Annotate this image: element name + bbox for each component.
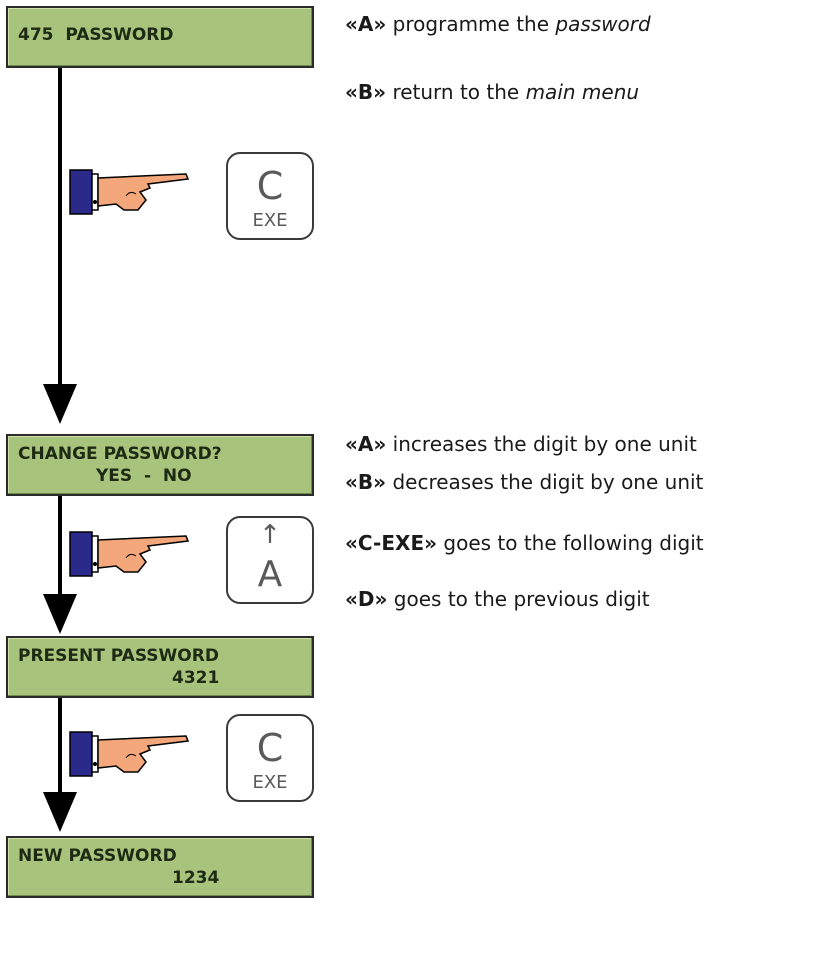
- key-c-exe[interactable]: C EXE: [226, 152, 314, 240]
- flow-arrow: [41, 698, 81, 832]
- key-a-label: A: [257, 554, 283, 595]
- key-tag: «D»: [345, 587, 388, 611]
- key-a-up[interactable]: ↑ A: [226, 516, 314, 604]
- lcd-screen-password-menu: 475 PASSWORD: [6, 6, 314, 68]
- lcd-line2: 4321: [172, 668, 220, 688]
- key-exe-label: EXE: [252, 210, 288, 231]
- lcd-line1: 475 PASSWORD: [18, 25, 174, 45]
- key-tag: «A»: [345, 12, 387, 36]
- lcd-screen-present-password: PRESENT PASSWORD 4321: [6, 636, 314, 698]
- up-arrow-icon: ↑: [259, 520, 281, 550]
- lcd-line1: CHANGE PASSWORD?: [18, 444, 222, 464]
- key-c-exe[interactable]: C EXE: [226, 714, 314, 802]
- instruction-b-return: «B» return to the main menu: [345, 80, 640, 104]
- instruction-a-programme: «A» programme the password: [345, 12, 651, 36]
- key-tag: «B»: [345, 80, 387, 104]
- lcd-line1: PRESENT PASSWORD: [18, 646, 219, 666]
- lcd-screen-change-password: CHANGE PASSWORD? YES - NO: [6, 434, 314, 496]
- lcd-screen-new-password: NEW PASSWORD 1234: [6, 836, 314, 898]
- lcd-line1: NEW PASSWORD: [18, 846, 177, 866]
- flow-arrow: [41, 496, 81, 634]
- pointing-hand-icon: [68, 166, 198, 218]
- key-tag: «A»: [345, 432, 387, 456]
- instruction-c-exe-next: «C-EXE» goes to the following digit: [345, 531, 704, 555]
- key-c-label: C: [256, 726, 284, 770]
- lcd-line2: YES - NO: [96, 466, 192, 486]
- key-tag: «C-EXE»: [345, 531, 438, 555]
- key-exe-label: EXE: [252, 772, 288, 793]
- pointing-hand-icon: [68, 528, 198, 580]
- pointing-hand-icon: [68, 728, 198, 780]
- flow-arrow: [41, 68, 81, 424]
- key-tag: «B»: [345, 470, 387, 494]
- instruction-d-previous: «D» goes to the previous digit: [345, 587, 650, 611]
- lcd-line2: 1234: [172, 868, 220, 888]
- instruction-a-increase: «A» increases the digit by one unit: [345, 432, 697, 456]
- key-c-label: C: [256, 164, 284, 208]
- instruction-b-decrease: «B» decreases the digit by one unit: [345, 470, 704, 494]
